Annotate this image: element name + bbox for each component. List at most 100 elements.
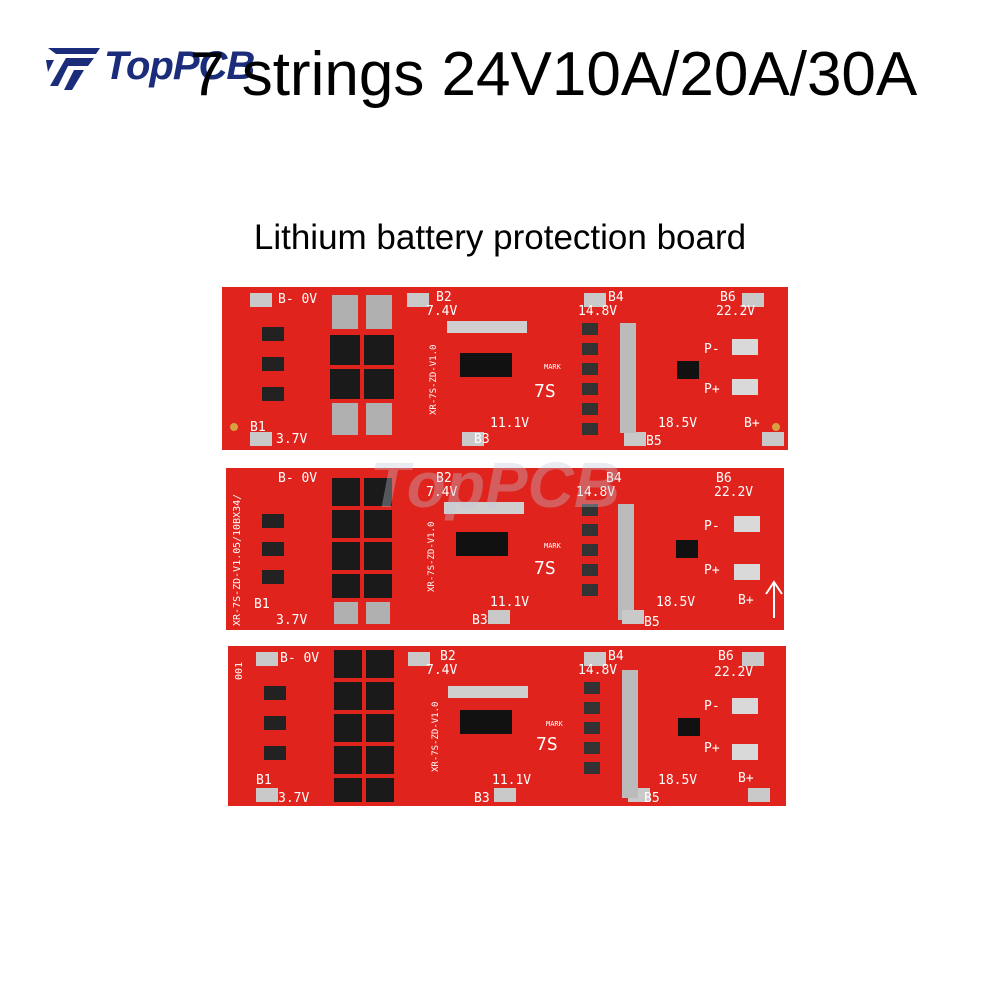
label-b5: B5	[644, 615, 660, 630]
label-v3: 11.1V	[490, 416, 529, 431]
label-mark: MARK	[544, 363, 562, 371]
connector-strip	[444, 502, 524, 514]
balance-components	[584, 670, 638, 798]
pad	[624, 432, 646, 446]
label-v5: 18.5V	[658, 773, 697, 788]
pcb-board-1-graphic: B- 0V B1 3.7V B2 7.4V B3 11.1V B4 14.8V …	[222, 287, 788, 450]
resistor-array	[262, 327, 284, 401]
label-b-minus: B- 0V	[278, 471, 317, 486]
mosfet-array	[334, 650, 394, 802]
label-b3: B3	[474, 432, 490, 447]
pad	[622, 610, 644, 624]
pad	[742, 652, 764, 666]
label-model: XR-7S-ZD-V1.0	[431, 702, 441, 772]
pad	[408, 652, 430, 666]
label-v5: 18.5V	[658, 416, 697, 431]
label-b-plus: B+	[738, 771, 754, 786]
label-v3: 11.1V	[492, 773, 531, 788]
label-v1: 3.7V	[278, 791, 309, 806]
label-mark: MARK	[546, 720, 564, 728]
pcb-board-1: B- 0V B1 3.7V B2 7.4V B3 11.1V B4 14.8V …	[222, 287, 788, 450]
label-b1: B1	[256, 773, 272, 788]
mount-hole	[230, 423, 238, 431]
label-series: 7S	[536, 734, 558, 755]
label-b-minus: B- 0V	[280, 651, 319, 666]
balance-components	[582, 504, 634, 620]
label-p-plus: P+	[704, 741, 720, 756]
label-b5: B5	[646, 434, 662, 449]
pad	[742, 293, 764, 307]
pcb-board-3: B- 0V B1 3.7V B2 7.4V B3 11.1V B4 14.8V …	[228, 646, 786, 806]
controller-ic	[460, 353, 512, 377]
label-v4: 14.8V	[578, 304, 617, 319]
label-v5: 18.5V	[656, 595, 695, 610]
label-v3: 11.1V	[490, 595, 529, 610]
controller-ic	[456, 532, 508, 556]
label-b4: B4	[606, 471, 622, 486]
label-series: 7S	[534, 381, 556, 402]
label-v4: 14.8V	[578, 663, 617, 678]
p-plus-pad	[732, 379, 758, 395]
p-plus-pad	[734, 564, 760, 580]
connector-strip	[448, 686, 528, 698]
pad	[462, 432, 484, 446]
output-mosfet	[678, 718, 700, 736]
brand-logo: TopPCB	[44, 42, 304, 98]
pad	[748, 788, 770, 802]
label-b-plus: B+	[738, 593, 754, 608]
page-title: 7 strings 24V10A/20A/30A	[190, 40, 918, 109]
label-v4: 14.8V	[576, 485, 615, 500]
label-side-code: 5/10BX34/	[232, 494, 243, 548]
pad	[256, 788, 278, 802]
label-p-plus: P+	[704, 563, 720, 578]
resistor-array	[262, 514, 284, 584]
label-side-code: 001	[234, 662, 245, 680]
label-b2: B2	[436, 290, 452, 305]
label-v2: 7.4V	[426, 485, 457, 500]
label-v1: 3.7V	[276, 432, 307, 447]
label-v2: 7.4V	[426, 663, 457, 678]
pad	[584, 293, 606, 307]
label-v6: 22.2V	[714, 665, 753, 680]
label-b6: B6	[716, 471, 732, 486]
label-b5: B5	[644, 791, 660, 806]
watermark-text: TopPCB	[370, 449, 621, 521]
p-minus-pad	[732, 698, 758, 714]
brand-name: TopPCB	[104, 44, 255, 88]
label-b2: B2	[436, 471, 452, 486]
label-p-plus: P+	[704, 382, 720, 397]
pad	[494, 788, 516, 802]
p-minus-pad	[732, 339, 758, 355]
label-b-plus: B+	[744, 416, 760, 431]
pcb-board-2: B- 0V B1 3.7V B2 7.4V B3 11.1V B4 14.8V …	[226, 468, 784, 630]
label-b3: B3	[474, 791, 490, 806]
controller-ic	[460, 710, 512, 734]
label-b2: B2	[440, 649, 456, 664]
resistor-array	[264, 686, 286, 760]
logo-mark-icon	[46, 48, 100, 90]
label-b4: B4	[608, 290, 624, 305]
label-b6: B6	[718, 649, 734, 664]
pcb-board-2-graphic: B- 0V B1 3.7V B2 7.4V B3 11.1V B4 14.8V …	[226, 468, 784, 630]
label-p-minus: P-	[704, 699, 720, 714]
label-model: XR-7S-ZD-V1.0	[429, 345, 439, 415]
balance-components	[582, 323, 636, 435]
label-v2: 7.4V	[426, 304, 457, 319]
label-v1: 3.7V	[276, 613, 307, 628]
pad	[762, 432, 784, 446]
mount-hole	[772, 423, 780, 431]
pcb-board-3-graphic: B- 0V B1 3.7V B2 7.4V B3 11.1V B4 14.8V …	[228, 646, 786, 806]
label-b3: B3	[472, 613, 488, 628]
label-p-minus: P-	[704, 342, 720, 357]
pad	[250, 432, 272, 446]
output-mosfet	[677, 361, 699, 379]
pad	[256, 652, 278, 666]
label-model: XR-7S-ZD-V1.0	[427, 522, 437, 592]
label-side-code-2: XR-7S-ZD-V1.0	[232, 548, 243, 626]
watermark: TopPCB	[250, 446, 770, 526]
label-b1: B1	[254, 597, 270, 612]
label-b4: B4	[608, 649, 624, 664]
label-p-minus: P-	[704, 519, 720, 534]
pad	[488, 610, 510, 624]
pad	[407, 293, 429, 307]
